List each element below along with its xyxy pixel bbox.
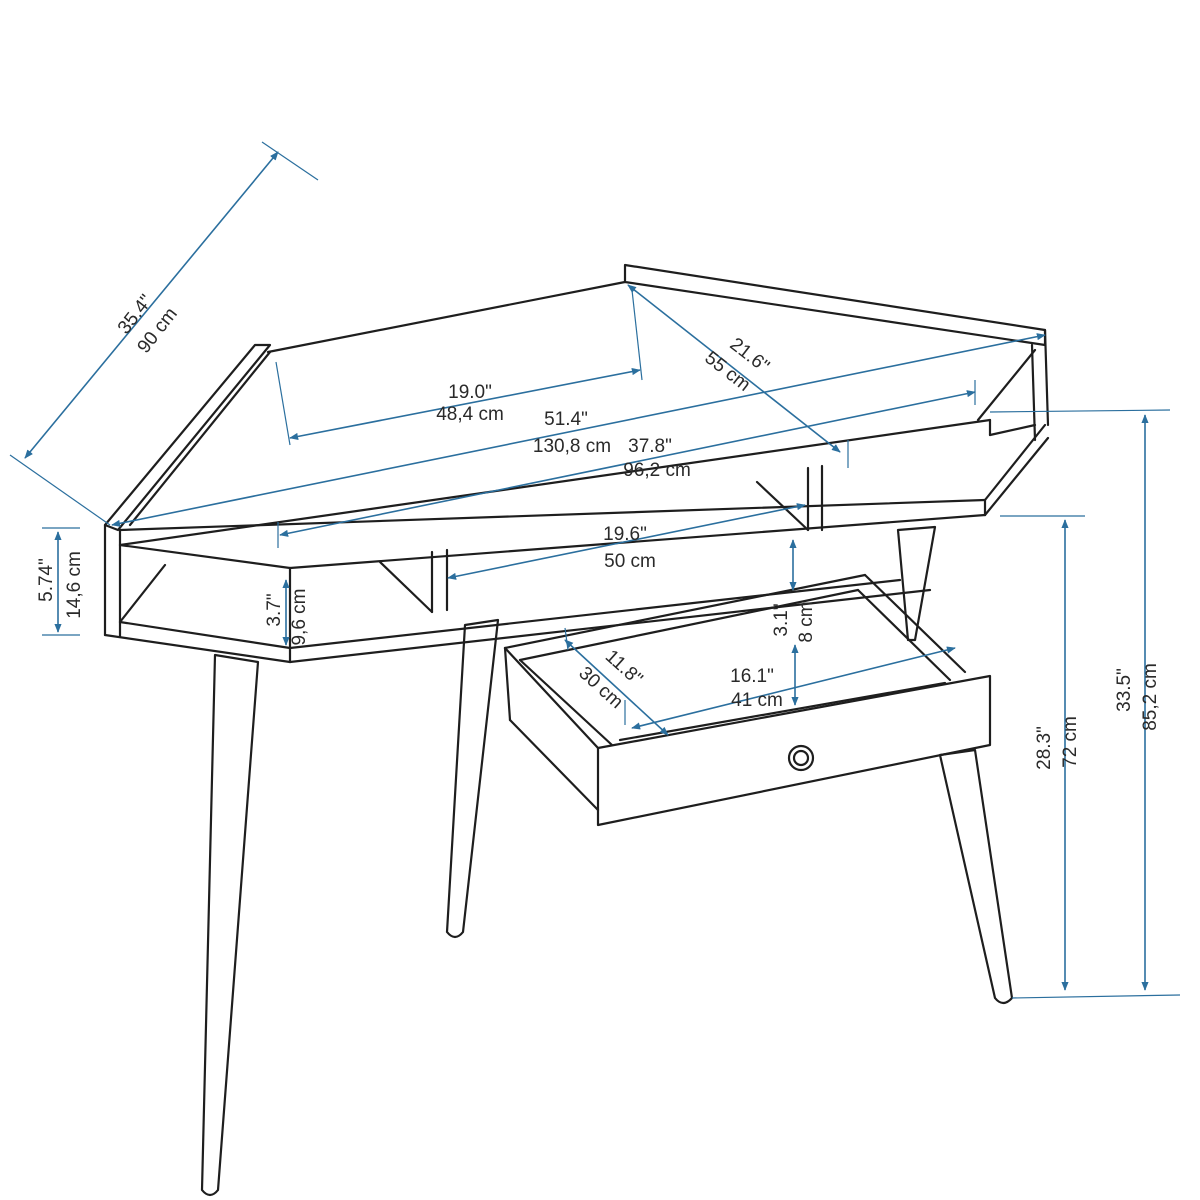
ext-inner-right bbox=[631, 289, 643, 381]
left-back-rail bbox=[103, 343, 272, 532]
label-shelf-gap-cm: 9,6 cm bbox=[289, 588, 310, 645]
desktop-front-edge bbox=[118, 543, 292, 570]
lower-shelf-front bbox=[288, 578, 902, 650]
ext-floor bbox=[1011, 994, 1181, 999]
label-side-height-in: 5.74" bbox=[36, 558, 57, 602]
label-drawer-gap-cm: 8 cm bbox=[796, 601, 817, 642]
ext-total-h-top bbox=[989, 409, 1171, 413]
dim-total-width bbox=[111, 333, 1046, 527]
divider-left-c bbox=[378, 560, 434, 614]
label-drawer-width-cm: 41 cm bbox=[731, 690, 783, 711]
label-side-height-cm: 14,6 cm bbox=[64, 551, 85, 619]
drawer-side-left-top bbox=[503, 646, 600, 750]
round-knob-inner bbox=[792, 749, 810, 767]
label-lower-shelf-cm: 50 cm bbox=[604, 551, 656, 572]
label-top-width-cm: 96,2 cm bbox=[623, 460, 691, 481]
upper-shelf-lip-bottom bbox=[988, 423, 1037, 437]
label-total-width-cm: 130,8 cm bbox=[533, 436, 611, 457]
desktop-right-edge bbox=[983, 423, 1047, 502]
right-leg-lower bbox=[938, 748, 1014, 1005]
drawer-front-panel bbox=[596, 674, 992, 827]
label-drawer-gap-in: 3.1" bbox=[771, 603, 792, 636]
dim-depth-diag bbox=[24, 151, 279, 459]
label-inner-width-in: 19.0" bbox=[448, 382, 492, 403]
drawer-back-top bbox=[503, 573, 867, 650]
label-shelf-gap-in: 3.7" bbox=[264, 593, 285, 626]
ext-depth-a bbox=[9, 454, 111, 526]
dim-top-width bbox=[279, 390, 976, 537]
drawer-side-left-bottom bbox=[508, 718, 600, 812]
label-total-height-in: 33.5" bbox=[1114, 668, 1135, 712]
desktop-right-edge-2 bbox=[983, 436, 1050, 517]
label-inner-width-cm: 48,4 cm bbox=[436, 404, 504, 425]
drawer-back-left bbox=[503, 646, 512, 722]
dimension-lines bbox=[24, 151, 1149, 991]
label-top-width-in: 37.8" bbox=[628, 436, 672, 457]
ext-depth-b bbox=[261, 141, 319, 181]
right-leg-upper bbox=[896, 525, 937, 642]
bottom-shelf-left bbox=[118, 620, 292, 650]
ext-inner-left bbox=[275, 361, 291, 446]
bottom-shelf-left-2 bbox=[103, 633, 292, 664]
upper-shelf-right bbox=[976, 348, 1037, 422]
right-panel-outer bbox=[1043, 328, 1050, 427]
dim-lower-shelf bbox=[447, 503, 806, 580]
round-knob-icon[interactable] bbox=[787, 744, 815, 772]
desk-drawing bbox=[103, 263, 1050, 1197]
back-middle-leg bbox=[445, 618, 500, 939]
label-lower-shelf-in: 19.6" bbox=[603, 524, 647, 545]
extension-lines bbox=[9, 141, 1181, 999]
left-back-rail-bottom bbox=[128, 350, 272, 527]
front-left-leg bbox=[200, 653, 260, 1197]
label-table-height-cm: 72 cm bbox=[1060, 716, 1081, 768]
dimension-labels: 35.4" 90 cm 21.6" 55 cm 19.0" 48,4 cm 51… bbox=[36, 291, 1161, 770]
label-table-height-in: 28.3" bbox=[1034, 726, 1055, 770]
label-total-width-in: 51.4" bbox=[544, 409, 588, 430]
top-back-edge bbox=[266, 280, 627, 354]
label-total-height-cm: 85,2 cm bbox=[1140, 663, 1161, 731]
bottom-shelf-divider bbox=[118, 563, 167, 624]
dim-drawer-width bbox=[631, 646, 956, 730]
label-drawer-width-in: 16.1" bbox=[730, 666, 774, 687]
